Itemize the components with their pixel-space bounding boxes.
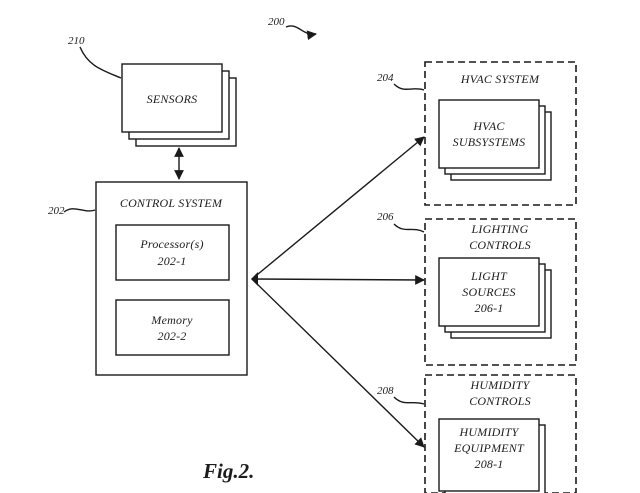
lighting-label-line1: LIGHTING <box>471 222 529 236</box>
lighting-connector <box>251 275 425 285</box>
humidity-ref-label: 208 <box>377 385 394 397</box>
sensors-ref-label: 210 <box>68 35 85 47</box>
humidity-controls-box <box>424 374 577 493</box>
hvac-block: HVAC SYSTEM HVAC SUBSYSTEMS <box>424 61 577 206</box>
humidity-stack-front <box>438 418 540 492</box>
hvac-system-label: HVAC SYSTEM <box>460 72 540 86</box>
sensors-label: SENSORS <box>147 92 198 106</box>
lighting-ref-leader <box>393 223 425 233</box>
hvac-system-box <box>424 61 577 206</box>
hvac-inner-line1: HVAC <box>472 119 505 133</box>
lighting-controls-box <box>424 218 577 366</box>
figure-ref-label: 200 <box>268 16 285 28</box>
lighting-label-line2: CONTROLS <box>469 238 531 252</box>
hvac-ref-label: 204 <box>377 72 394 84</box>
humidity-connector <box>251 278 425 448</box>
control-system-ref-leader <box>63 208 96 213</box>
processor-label: Processor(s) <box>139 237 203 251</box>
humidity-equipment-ref: 208-1 <box>475 457 504 471</box>
humidity-equipment-line2: EQUIPMENT <box>453 441 525 455</box>
figure-ref-leader <box>285 25 317 41</box>
control-system-ref-label: 202 <box>48 205 65 217</box>
sensors-ref-leader <box>79 46 122 79</box>
memory-label: Memory <box>150 313 193 327</box>
light-sources-ref: 206-1 <box>475 301 504 315</box>
humidity-ref-leader <box>393 396 425 405</box>
figure-caption: Fig.2. <box>202 459 254 483</box>
sensors-block: SENSORS <box>121 63 237 147</box>
hvac-stack-front <box>438 99 540 169</box>
humidity-block: HUMIDITY CONTROLS HUMIDITY EQUIPMENT 208… <box>424 374 577 493</box>
sensors-stack-front <box>121 63 223 133</box>
lighting-ref-label: 206 <box>377 211 394 223</box>
control-system-label: CONTROL SYSTEM <box>120 196 223 210</box>
control-system-block: CONTROL SYSTEM Processor(s) 202-1 Memory… <box>95 181 248 376</box>
hvac-ref-leader <box>393 83 425 91</box>
memory-box <box>115 299 230 356</box>
lighting-block: LIGHTING CONTROLS LIGHT SOURCES 206-1 <box>424 218 577 366</box>
hvac-connector <box>251 136 425 280</box>
light-sources-line2: SOURCES <box>462 285 515 299</box>
humidity-equipment-line1: HUMIDITY <box>459 425 520 439</box>
processor-box <box>115 224 230 281</box>
hvac-inner-line2: SUBSYSTEMS <box>453 135 526 149</box>
light-sources-stack-front <box>438 257 540 327</box>
processor-ref: 202-1 <box>158 254 187 268</box>
memory-ref: 202-2 <box>158 329 187 343</box>
light-sources-line1: LIGHT <box>470 269 508 283</box>
humidity-label-line2: CONTROLS <box>469 394 531 408</box>
humidity-label-line1: HUMIDITY <box>470 378 531 392</box>
